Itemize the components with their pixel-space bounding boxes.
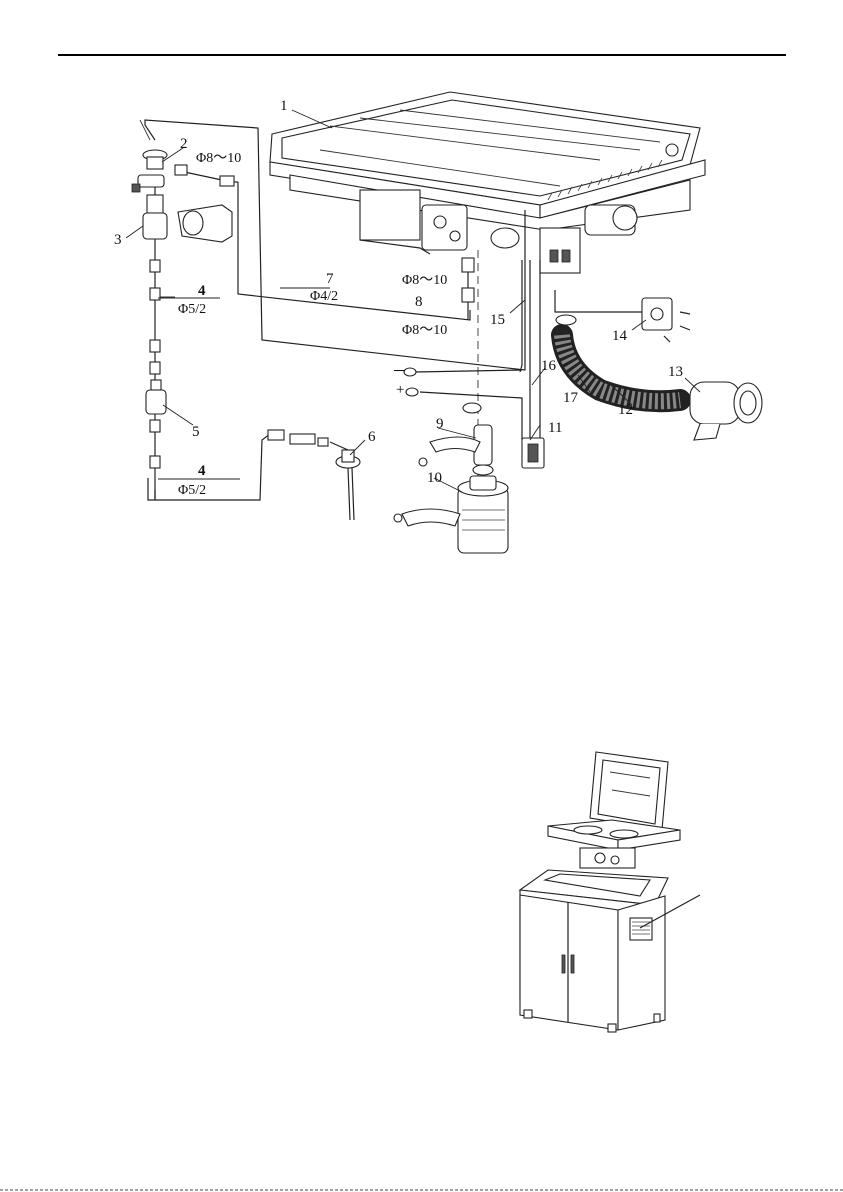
fuel-filter-part-2: [132, 150, 167, 192]
callout-8: 8: [415, 294, 423, 310]
callout-3: 3: [114, 232, 122, 248]
callout-14: 14: [612, 328, 628, 344]
spec-pipe-7: Φ4/2: [310, 289, 338, 304]
callout-7: 7: [326, 271, 334, 287]
spec-pipe-4a: Φ5/2: [178, 302, 206, 317]
callout-10: 10: [427, 470, 442, 486]
spec-pipe-c: Φ8～10: [402, 323, 447, 338]
callout-4a: 4: [198, 283, 206, 299]
callout-6: 6: [368, 429, 376, 445]
polarity-plus: +: [396, 382, 404, 398]
spec-pipe-b: Φ8～10: [402, 273, 447, 288]
callout-2: 2: [180, 136, 188, 152]
callout-13: 13: [668, 364, 683, 380]
spec-pipe-4b: Φ5/2: [178, 483, 206, 498]
tank-connector-part-6: [268, 430, 360, 520]
callout-9: 9: [436, 416, 444, 432]
damper-part-5: [146, 380, 166, 414]
polarity-minus: －: [392, 364, 407, 380]
callout-16: 16: [541, 358, 557, 374]
exhaust-silencer-part-13: [690, 382, 762, 440]
callout-17: 17: [563, 390, 579, 406]
spec-pipe-a: Φ8～10: [196, 151, 241, 166]
cabinet: [520, 870, 700, 1032]
connector-part-11: [522, 438, 544, 468]
fuel-pump-part-3: [143, 195, 232, 242]
cooker-top-unit: [548, 752, 680, 868]
callout-15: 15: [490, 312, 505, 328]
callout-5: 5: [192, 424, 200, 440]
callout-4b: 4: [198, 463, 206, 479]
callout-1: 1: [280, 98, 288, 114]
callout-12: 12: [618, 402, 633, 418]
intake-silencer-parts-9-10: [394, 403, 508, 553]
fittings-part-8: [462, 258, 474, 320]
heater-assembly: [270, 92, 705, 273]
callout-11: 11: [548, 420, 562, 436]
